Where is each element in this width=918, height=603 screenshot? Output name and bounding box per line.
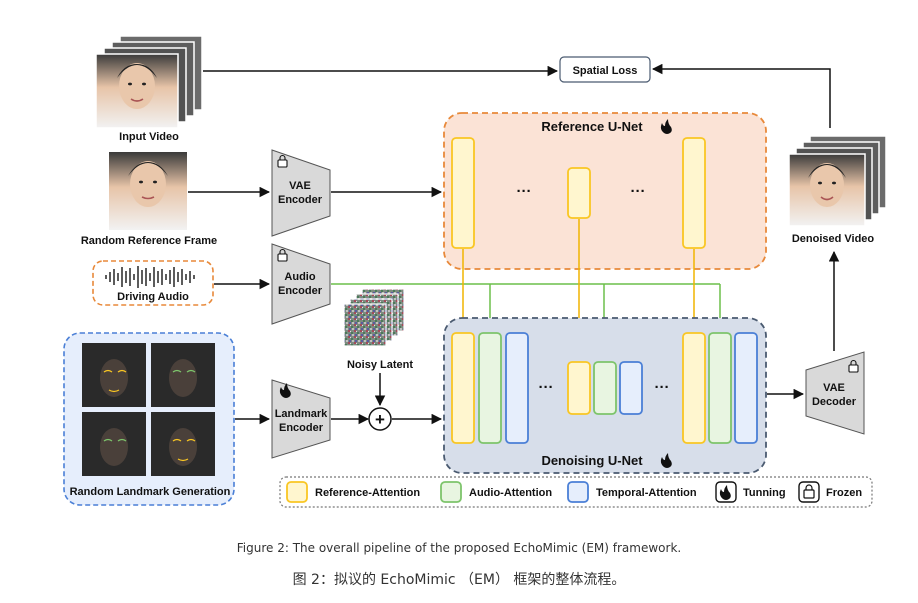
- lock-icon: [277, 248, 288, 262]
- figure-caption-chinese: 图 2：拟议的 EchoMimic （EM） 框架的整体流程。: [292, 572, 626, 588]
- denoised-video-label: Denoised Video: [792, 233, 875, 245]
- den-audio-block-2: [593, 361, 617, 415]
- denoised-to-loss-arrow: [651, 63, 831, 128]
- den-ref-block-3: [682, 332, 706, 444]
- legend-item-tunning: Tunning: [715, 481, 786, 503]
- den-ellipsis-1: ···: [539, 379, 554, 396]
- lock-icon: [803, 484, 815, 499]
- legend-label-audio: Audio-Attention: [469, 487, 552, 499]
- den-ellipsis-2: ···: [655, 379, 670, 396]
- den-temporal-block-1: [505, 332, 529, 444]
- landmark-encoder-label-1: Landmark: [275, 408, 328, 420]
- spatial-loss-label: Spatial Loss: [573, 65, 638, 77]
- vae-encoder-label-2: Encoder: [278, 194, 323, 206]
- vae-decoder-label-1: VAE: [823, 382, 845, 394]
- ref-ellipsis-2: ···: [631, 183, 646, 200]
- driving-audio-label: Driving Audio: [117, 291, 189, 303]
- legend-item-audio-attention: Audio-Attention: [440, 481, 552, 503]
- landmark-encoder-label-2: Encoder: [279, 422, 324, 434]
- lock-icon: [848, 359, 859, 373]
- vae-decoder-block: VAE Decoder: [805, 351, 865, 435]
- den-temporal-block-2: [619, 361, 643, 415]
- reference-unet-label: Reference U-Net: [541, 119, 643, 134]
- den-temporal-block-3: [734, 332, 758, 444]
- input-video-face-image: [95, 53, 179, 129]
- vae-encoder-block: VAE Encoder: [271, 149, 331, 237]
- landmark-encoder-block: Landmark Encoder: [271, 379, 331, 459]
- denoised-video-stack: [788, 135, 887, 227]
- reference-frame-label: Random Reference Frame: [81, 235, 217, 247]
- den-audio-block-3: [708, 332, 732, 444]
- flame-icon: [660, 119, 672, 134]
- den-audio-block-1: [478, 332, 502, 444]
- spatial-loss-box: [559, 56, 651, 83]
- denoising-unet-label: Denoising U-Net: [541, 453, 643, 468]
- driving-audio-box: [92, 260, 214, 306]
- waveform-icon: [105, 266, 195, 288]
- legend-label-temporal: Temporal-Attention: [596, 487, 697, 499]
- reference-frame-image: [109, 152, 187, 230]
- legend-item-reference-attention: Reference-Attention: [286, 481, 420, 503]
- audio-encoder-label-1: Audio: [284, 271, 315, 283]
- vae-decoder-label-2: Decoder: [812, 396, 857, 408]
- vae-encoder-label-1: VAE: [289, 180, 311, 192]
- legend-item-temporal-attention: Temporal-Attention: [567, 481, 697, 503]
- noisy-latent-label: Noisy Latent: [347, 359, 413, 371]
- input-video-stack: [95, 35, 203, 129]
- flame-icon: [279, 383, 291, 398]
- legend-label-reference: Reference-Attention: [315, 487, 420, 499]
- reference-unet-container: [443, 112, 767, 270]
- figure-caption-english: Figure 2: The overall pipeline of the pr…: [236, 541, 682, 555]
- legend-label-frozen: Frozen: [826, 487, 862, 499]
- landmark-face-grid: [82, 343, 215, 476]
- ref-unet-block-right: [682, 137, 706, 249]
- lock-icon: [277, 154, 288, 168]
- audio-encoder-block: Audio Encoder: [271, 243, 331, 325]
- den-ref-block-1: [451, 332, 475, 444]
- ref-unet-block-left: [451, 137, 475, 249]
- noisy-latent-stack: [343, 288, 405, 347]
- ref-unet-block-mid: [567, 167, 591, 219]
- ref-ellipsis-1: ···: [517, 183, 532, 200]
- legend-swatch-temporal: [567, 481, 589, 503]
- audio-encoder-label-2: Encoder: [278, 285, 323, 297]
- denoised-video-face-image: [788, 153, 866, 227]
- flame-icon: [719, 485, 731, 500]
- den-ref-block-2: [567, 361, 591, 415]
- plus-sign: +: [375, 410, 385, 429]
- legend-item-frozen: Frozen: [798, 481, 862, 503]
- legend-label-tunning: Tunning: [743, 487, 786, 499]
- landmark-label: Random Landmark Generation: [70, 486, 231, 498]
- input-video-label: Input Video: [119, 131, 179, 143]
- flame-icon: [660, 453, 672, 468]
- legend-swatch-reference: [286, 481, 308, 503]
- legend-swatch-audio: [440, 481, 462, 503]
